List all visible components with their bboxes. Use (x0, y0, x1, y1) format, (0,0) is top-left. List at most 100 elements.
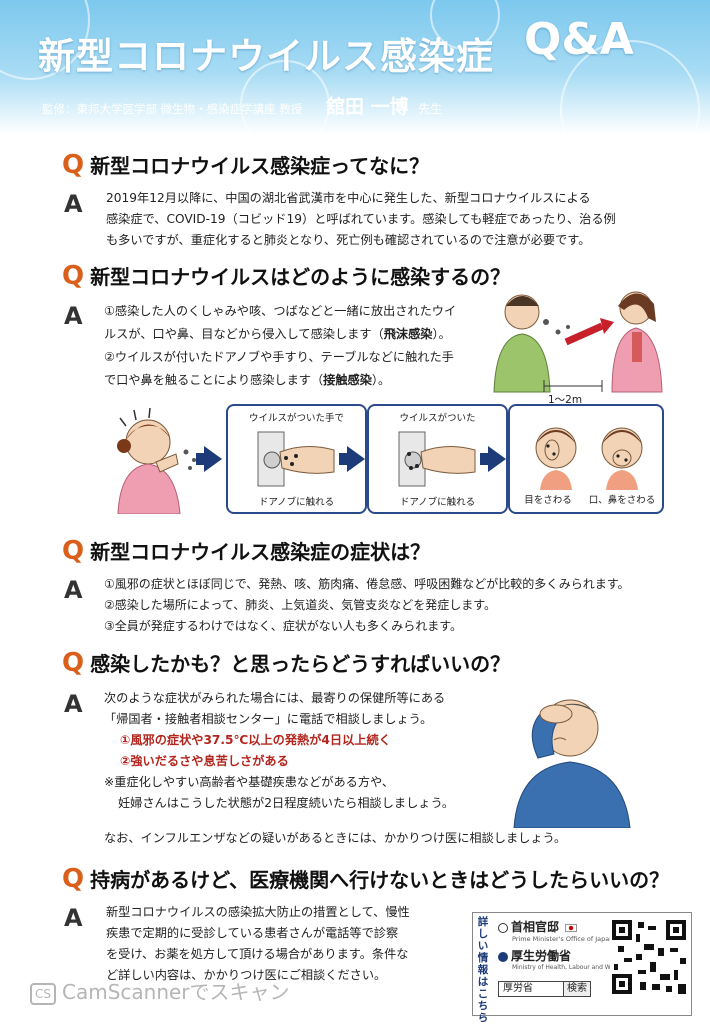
answer-line: ③全員が発症するわけではなく、症状がない人も多くみられます。 (104, 619, 463, 633)
answer-fragment: ）。 (432, 327, 451, 341)
hand-on-forehead-icon (539, 704, 573, 724)
q-mark: Q (62, 536, 85, 566)
answer-line: ※重症化しやすい高齢者や基礎疾患などがある方や、 (104, 775, 395, 789)
frown-icon (553, 737, 567, 741)
answer-line: 新型コロナウイルスの感染拡大防止の措置として、慢性 (106, 905, 410, 919)
panel-caption: 目をさわる (524, 495, 572, 506)
qr-code-icon[interactable] (610, 918, 688, 996)
answer-line: ど詳しい内容は、かかりつけ医にご相談ください。 (106, 968, 387, 982)
answer-fragment: ）。 (371, 373, 391, 387)
shirt-icon (540, 470, 572, 490)
answer-line: 疾患で定期的に受診している患者さんが電話等で診察 (106, 926, 399, 940)
man-hair-icon (506, 296, 539, 306)
mhlw-link[interactable]: 厚生労働省 (498, 947, 606, 964)
japan-flag-icon (565, 923, 578, 932)
droplet-icon (543, 319, 549, 325)
kantei-seal-icon (498, 922, 508, 933)
answer-line: も多いですが、重症化すると肺炎となり、死亡例も確認されているので注意が必要です。 (106, 233, 591, 247)
panel-caption: ドアノブに触れる (258, 497, 335, 508)
man-shirt-icon (493, 333, 551, 393)
arrow-icon (339, 453, 349, 465)
virus-dot-icon (546, 444, 550, 448)
sneezing-girl-illustration (117, 407, 196, 514)
droplet-illustration (493, 291, 663, 393)
answer-text: ①風邪の症状とほぼ同じで、発熱、咳、筋肉痛、倦怠感、呼吸困難などが比較的多くみら… (104, 574, 630, 637)
supervisor-honorific: 先生 (418, 102, 443, 116)
droplet-icon (188, 466, 192, 470)
question-text: 新型コロナウイルス感染症の症状は？ (90, 540, 431, 564)
supervisor-role: 監修：東邦大学医学部 微生物・感染症学講座 教授 (42, 102, 303, 116)
girl-hand-icon (155, 453, 179, 473)
face-touch-illustration (535, 427, 643, 490)
answer-line: ルスが、口や鼻、目などから侵入して感染します（飛沫感染）。 (104, 323, 456, 346)
infection-step-panel: ウイルスがついた ドアノブに触れる (367, 404, 508, 514)
mhlw-logo-icon (498, 951, 508, 962)
answer-line: で口や鼻を触ることにより感染します（接触感染）。 (104, 369, 456, 392)
kantei-link[interactable]: 首相官邸 (498, 918, 606, 935)
virus-dot-icon (407, 452, 411, 456)
answer-line: ②感染した場所によって、肺炎、上気道炎、気管支炎などを発症します。 (104, 598, 497, 612)
answer-fragment: ルスが、口や鼻、目などから侵入して感染します（ (104, 327, 384, 341)
panel-caption: ウイルスがついた (399, 413, 476, 424)
arrow-icon (204, 446, 222, 472)
q-mark: Q (62, 864, 85, 894)
man-sweater-icon (513, 761, 631, 828)
droplet-icon (192, 458, 196, 462)
q-mark: Q (62, 150, 85, 180)
answer-line: 感染症で、COVID-19（コビッド19）と呼ばれています。感染しても軽症であっ… (106, 212, 616, 226)
a-mark: A (64, 904, 83, 932)
answer-text: 新型コロナウイルスの感染拡大防止の措置として、慢性 疾患で定期的に受診している患… (106, 902, 410, 986)
answer-line: 2019年12月以降に、中国の湖北省武漢市を中心に発生した、新型コロナウイルスに… (106, 191, 591, 205)
shirt-icon (606, 470, 638, 490)
question-text: 感染したかも？と思ったらどうすればいいの？ (90, 652, 511, 676)
contact-infection-term: 接触感染 (323, 373, 372, 387)
arrow-icon (347, 446, 365, 472)
answer-fragment: で口や鼻を触ることにより感染します（ (104, 373, 324, 387)
door-knob-illustration (398, 431, 476, 487)
girl-shirt-icon (117, 463, 181, 514)
virus-dot-icon (284, 456, 288, 460)
arrow-icon (564, 322, 604, 346)
a-mark: A (64, 190, 83, 218)
a-mark: A (64, 576, 83, 604)
face-icon (601, 427, 643, 469)
arrow-head-icon (600, 318, 614, 334)
virus-dot-icon (415, 464, 419, 468)
arrow-icon (488, 446, 506, 472)
arrow-icon (480, 453, 490, 465)
hair-icon (602, 430, 642, 444)
virus-dot-icon (409, 466, 413, 470)
panel-caption: ウイルスがついた手で (248, 413, 344, 424)
hair-icon (536, 430, 576, 444)
symptom-criteria-1: ①風邪の症状や37.5℃以上の発熱が4日以上続く (120, 733, 391, 747)
droplet-icon (183, 449, 189, 455)
qa-logo: Q&A (524, 14, 634, 65)
answer-note: なお、インフルエンザなどの疑いがあるときには、かかりつけ医に相談しましょう。 (104, 831, 567, 845)
answer-line: ①風邪の症状とほぼ同じで、発熱、咳、筋肉痛、倦怠感、呼吸困難などが比較的多くみら… (104, 577, 630, 591)
touching-hand-icon (544, 439, 560, 461)
answer-line: 次のような症状がみられた場合には、最寄りの保健所等にある (104, 691, 446, 705)
search-bar: 厚労省検索 (498, 976, 606, 997)
supervisor-credit: 監修：東邦大学医学部 微生物・感染症学講座 教授 舘田 一博 先生 (42, 92, 442, 119)
a-mark: A (64, 302, 83, 330)
droplet-icon (555, 329, 561, 335)
virus-dot-icon (616, 454, 620, 458)
panel-caption: 口、鼻をさわる (588, 495, 656, 506)
droplet-icon (566, 325, 570, 329)
door-knob-icon (263, 451, 281, 469)
answer-text: 2019年12月以降に、中国の湖北省武漢市を中心に発生した、新型コロナウイルスに… (106, 188, 616, 251)
sneeze-burst-icon (119, 407, 151, 427)
search-button[interactable]: 検索 (564, 981, 591, 997)
answer-text: ①感染した人のくしゃみや咳、つばなどと一緒に放出されたウイ ルスが、口や鼻、目な… (104, 300, 456, 392)
sick-man-illustration (513, 699, 631, 828)
search-input[interactable]: 厚労省 (498, 981, 564, 997)
header-banner: 新型コロナウイルス感染症 Q&A 監修：東邦大学医学部 微生物・感染症学講座 教… (0, 0, 710, 135)
hand-icon (420, 446, 476, 474)
distance-label: 1～2m (548, 394, 583, 406)
woman-hair-icon (618, 293, 656, 322)
question-text: 新型コロナウイルスはどのように感染するの？ (90, 265, 511, 289)
